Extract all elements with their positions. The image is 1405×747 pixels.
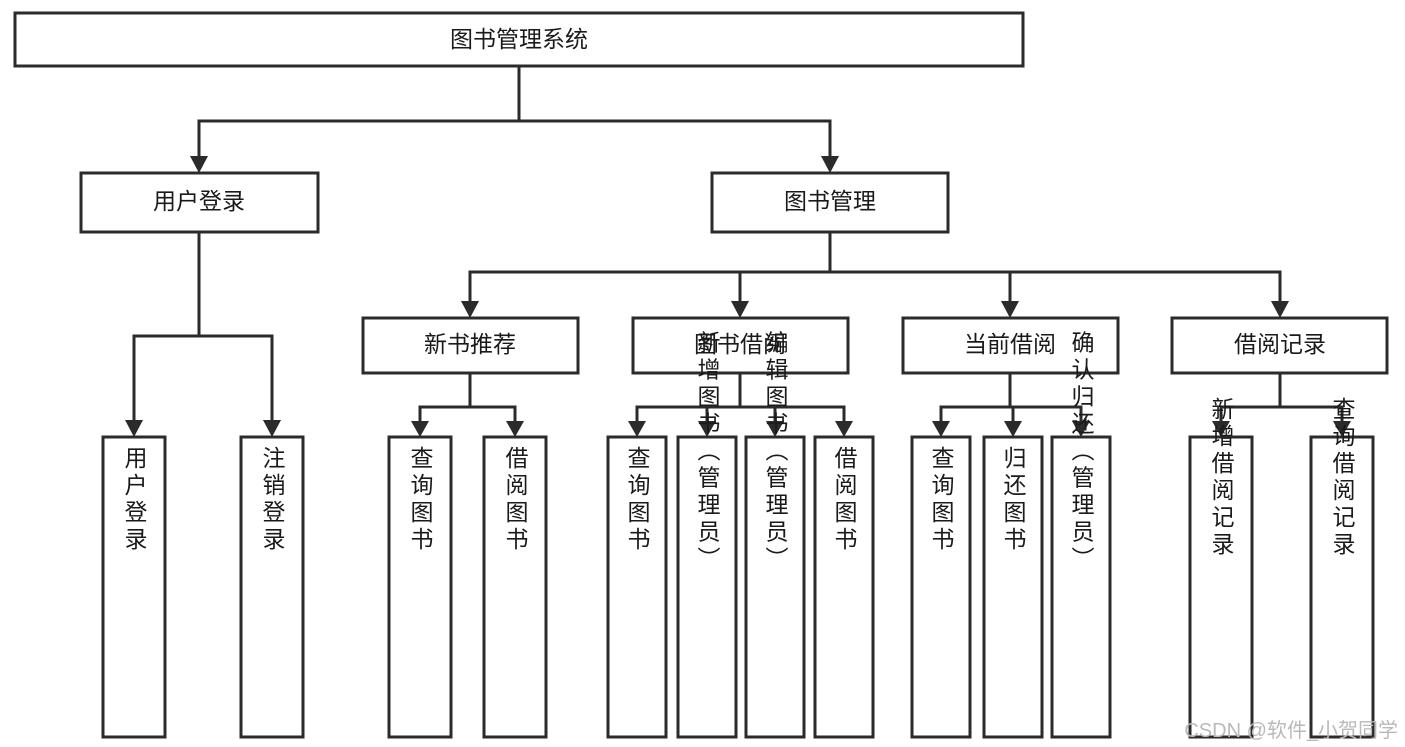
- leaf-node-query-book-borrow-box[interactable]: [606, 435, 668, 739]
- leaf-node-borrow-book-recommend-box[interactable]: [482, 435, 548, 739]
- node-root-label: 图书管理系统: [450, 26, 588, 52]
- node-book-management[interactable]: 图书管理: [710, 171, 950, 234]
- leaf-node-borrow-book[interactable]: 借阅图书: [813, 435, 875, 739]
- leaf-node-confirm-return[interactable]: 确认归还（管理员）: [1050, 331, 1112, 739]
- leaf-node-query-book-borrow[interactable]: 查询图书: [606, 435, 668, 739]
- leaf-node-query-borrow-record-box[interactable]: [1309, 435, 1375, 739]
- leaf-node-return-book-box[interactable]: [982, 435, 1044, 739]
- arrow-to-current-borrow: [1001, 301, 1019, 318]
- connector-layer: [125, 64, 1351, 437]
- node-user-login-label: 用户登录: [153, 188, 245, 214]
- node-book-borrow-box[interactable]: [631, 316, 850, 375]
- leaf-node-add-book[interactable]: 新增图书（管理员）: [676, 331, 738, 739]
- leaf-node-query-book-current-label: 查询图书: [928, 446, 955, 554]
- leaf-node-user-login-box[interactable]: [101, 435, 167, 739]
- leaf-node-add-book-box[interactable]: [676, 435, 738, 739]
- leaf-node-user-login-label: 用户登录: [121, 446, 148, 554]
- arrow-to-leaf-confirm-return: [1072, 421, 1090, 437]
- leaf-node-add-borrow-record-box[interactable]: [1188, 435, 1254, 739]
- arrow-to-leaf-add-book: [698, 421, 716, 437]
- arrow-to-leaf-query-borrow-record: [1333, 421, 1351, 437]
- leaf-node-add-borrow-record-label: 新增借阅记录: [1208, 397, 1235, 559]
- node-user-login[interactable]: 用户登录: [79, 171, 320, 234]
- leaf-node-query-book-current-box[interactable]: [910, 435, 972, 739]
- leaf-node-confirm-return-box[interactable]: [1050, 435, 1112, 739]
- leaf-node-edit-book[interactable]: 编辑图书（管理员）: [744, 331, 806, 739]
- arrow-to-book-management: [821, 156, 839, 173]
- leaf-node-add-book-label: 新增图书（管理员）: [694, 331, 721, 574]
- node-current-borrow-label: 当前借阅: [964, 331, 1056, 357]
- leaf-node-logout[interactable]: 注销登录: [239, 435, 305, 739]
- arrow-to-leaf-borrow-book: [835, 421, 853, 437]
- leaf-node-query-book-recommend-box[interactable]: [387, 435, 453, 739]
- watermark-label: CSDN @软件_小贺同学: [1184, 719, 1398, 742]
- node-new-book-recommend[interactable]: 新书推荐: [361, 316, 580, 375]
- node-book-management-label: 图书管理: [784, 188, 876, 214]
- leaf-node-edit-book-box[interactable]: [744, 435, 806, 739]
- arrow-to-user-login: [190, 156, 208, 173]
- leaf-node-borrow-book-recommend-label: 借阅图书: [502, 446, 529, 554]
- arrow-to-leaf-logout: [263, 420, 281, 437]
- node-borrow-record-box[interactable]: [1170, 316, 1389, 375]
- leaf-node-confirm-return-label: 确认归还（管理员）: [1068, 331, 1095, 574]
- leaf-node-logout-box[interactable]: [239, 435, 305, 739]
- leaf-node-query-book-recommend[interactable]: 查询图书: [387, 435, 453, 739]
- leaf-node-query-borrow-record-label: 查询借阅记录: [1329, 397, 1356, 559]
- arrow-to-borrow-record: [1271, 301, 1289, 318]
- arrow-to-new-book-recommend: [461, 301, 479, 318]
- leaf-node-query-book-recommend-label: 查询图书: [407, 446, 434, 554]
- node-book-management-box[interactable]: [710, 171, 950, 234]
- arrow-to-leaf-borrow-book-recommend: [506, 421, 524, 437]
- node-new-book-recommend-label: 新书推荐: [424, 331, 516, 357]
- leaf-node-borrow-book-label: 借阅图书: [831, 446, 858, 554]
- arrow-to-leaf-user-login: [125, 420, 143, 437]
- arrow-to-leaf-edit-book: [766, 421, 784, 437]
- leaf-node-user-login[interactable]: 用户登录: [101, 435, 167, 739]
- arrow-to-leaf-add-borrow-record: [1212, 421, 1230, 437]
- leaf-node-borrow-book-recommend[interactable]: 借阅图书: [482, 435, 548, 739]
- node-borrow-record-label: 借阅记录: [1234, 331, 1326, 357]
- arrow-to-leaf-query-book-recommend: [411, 421, 429, 437]
- arrow-to-book-borrow: [731, 301, 749, 318]
- node-book-borrow-label: 图书借阅: [694, 331, 786, 357]
- arrow-to-leaf-query-book-borrow: [628, 421, 646, 437]
- leaf-node-return-book[interactable]: 归还图书: [982, 435, 1044, 739]
- node-book-borrow[interactable]: 图书借阅: [631, 316, 850, 375]
- leaf-node-add-borrow-record[interactable]: 新增借阅记录: [1188, 397, 1254, 739]
- arrow-to-leaf-return-book: [1004, 421, 1022, 437]
- leaf-node-edit-book-label: 编辑图书（管理员）: [762, 331, 789, 574]
- arrow-to-leaf-query-book-current: [932, 421, 950, 437]
- node-root[interactable]: 图书管理系统: [13, 11, 1025, 68]
- node-root-box[interactable]: [13, 11, 1025, 68]
- node-borrow-record[interactable]: 借阅记录: [1170, 316, 1389, 375]
- leaf-node-borrow-book-box[interactable]: [813, 435, 875, 739]
- node-current-borrow-box[interactable]: [901, 316, 1120, 375]
- leaf-node-query-book-current[interactable]: 查询图书: [910, 435, 972, 739]
- node-user-login-box[interactable]: [79, 171, 320, 234]
- leaf-node-query-book-borrow-label: 查询图书: [624, 446, 651, 554]
- leaf-node-logout-label: 注销登录: [259, 446, 286, 554]
- node-new-book-recommend-box[interactable]: [361, 316, 580, 375]
- leaf-node-return-book-label: 归还图书: [1000, 446, 1027, 554]
- leaf-node-query-borrow-record[interactable]: 查询借阅记录: [1309, 397, 1375, 739]
- node-current-borrow[interactable]: 当前借阅: [901, 316, 1120, 375]
